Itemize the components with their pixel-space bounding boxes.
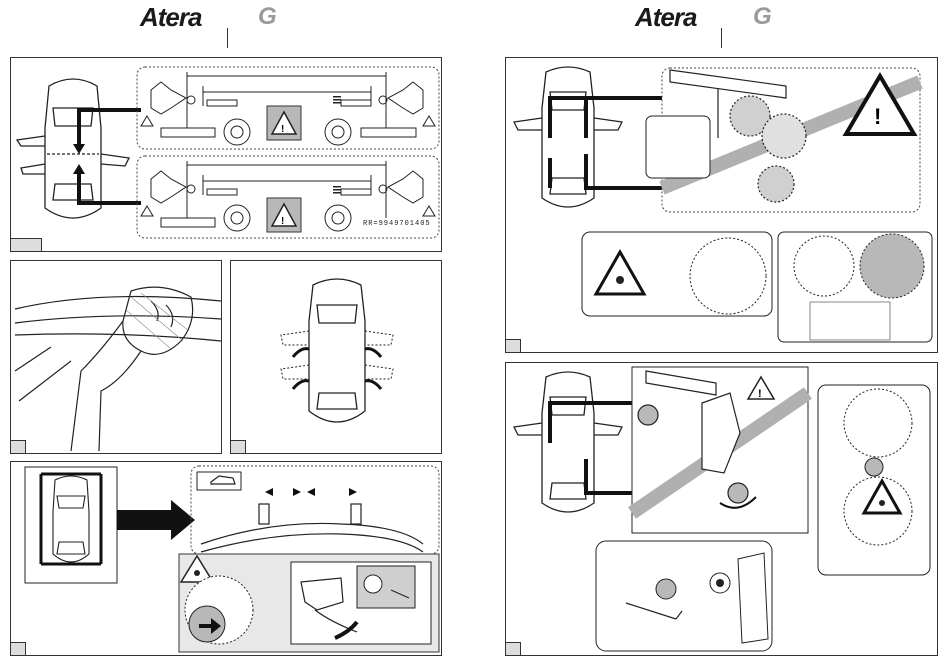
brand-logo: Atera: [140, 2, 201, 33]
svg-text:!: !: [874, 104, 881, 129]
svg-text:!: !: [281, 216, 284, 227]
left-brand-header: Atera G: [140, 2, 290, 32]
car-top-view-icon: [17, 79, 129, 218]
step-number-box: [506, 642, 521, 655]
step-number-box: [11, 642, 26, 655]
clean-roof-illustration: [11, 261, 223, 455]
svg-text:!: !: [758, 388, 762, 400]
open-doors-illustration: [231, 261, 443, 455]
step-number-box: [506, 339, 521, 352]
brand-logo: Atera: [635, 2, 696, 33]
right-brand-header: Atera G: [635, 2, 785, 32]
brand-g-mark: G: [753, 3, 772, 31]
car-top-view-icon: [309, 279, 365, 422]
step-number-box: [231, 440, 246, 453]
foot-placement-diagram: [11, 462, 443, 657]
panel-measurement-overview: ! ! RR=9949701405: [10, 57, 442, 252]
car-top-view-icon: [53, 476, 89, 562]
tightening-diagram: !: [506, 363, 939, 657]
step-number-box: [11, 238, 42, 251]
part-code-label: RR=9949701405: [363, 220, 431, 228]
mount-warning-diagram: !: [506, 58, 939, 354]
header-divider: [721, 28, 722, 48]
panel-clean-roof: [10, 260, 222, 454]
panel-foot-placement: [10, 461, 442, 656]
panel-tightening: !: [505, 362, 938, 656]
brand-g-mark: G: [258, 3, 277, 31]
hand-cleaning-icon: [71, 287, 193, 451]
panel-open-doors: [230, 260, 442, 454]
header-divider: [227, 28, 228, 48]
step-number-box: [11, 440, 26, 453]
warning-triangle-icon: ! !: [267, 106, 301, 232]
svg-text:!: !: [281, 124, 284, 135]
panel-mount-warning: !: [505, 57, 938, 353]
